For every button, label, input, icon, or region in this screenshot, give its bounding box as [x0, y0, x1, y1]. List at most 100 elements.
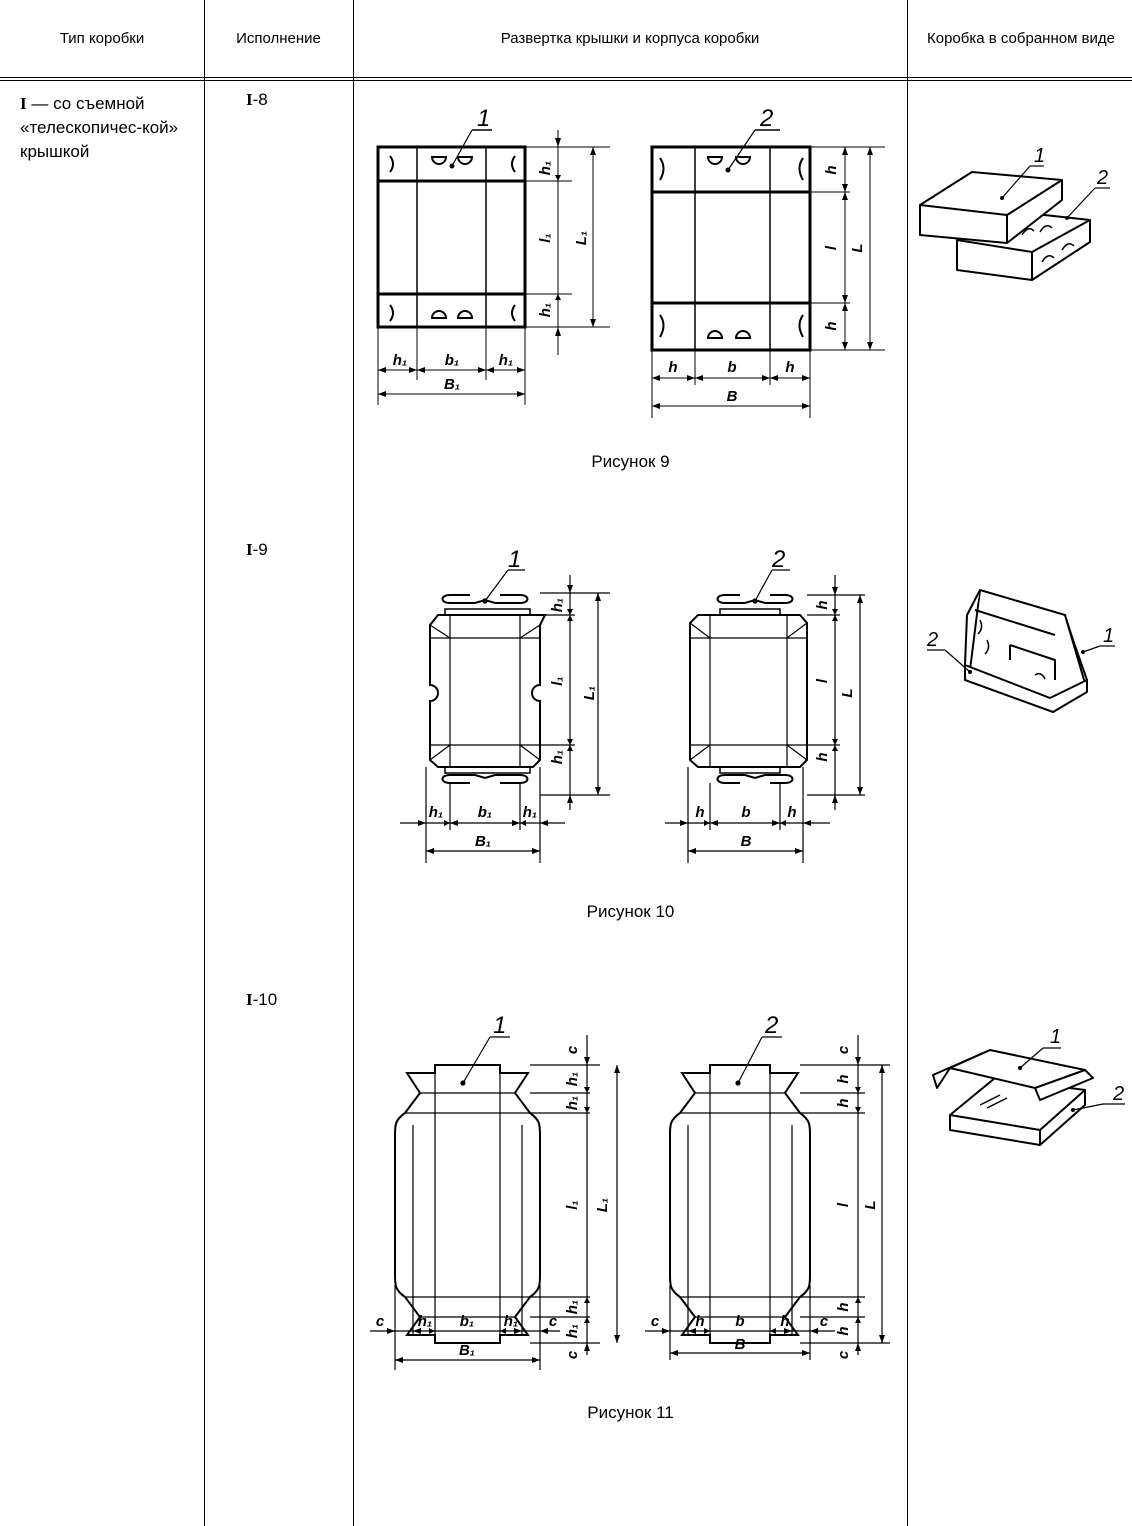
exec-number: -10: [252, 990, 278, 1009]
exec-roman: I: [246, 540, 253, 559]
header-divider: [0, 77, 1132, 78]
figure-caption: Рисунок 11: [587, 1403, 674, 1422]
fig9-assembled-drawing: 1 2: [919, 145, 1110, 281]
dim-label: h: [780, 1313, 789, 1330]
dim-label: b₁: [445, 352, 459, 369]
dim-label: l: [835, 1202, 852, 1207]
exec-number: -9: [252, 540, 268, 559]
lid-number-label: 1: [1103, 625, 1114, 647]
dim-label: h₁: [564, 1300, 581, 1314]
lid-number-label: 1: [508, 546, 521, 573]
fig11-body-drawing: 2 c h h l L h h c c h b h c B: [645, 1012, 890, 1360]
box-type-text: — со съемной «телескопичес-кой» крышкой: [20, 94, 179, 161]
column-divider: [204, 0, 205, 1526]
dim-label: h₁: [564, 1324, 581, 1338]
dim-label: l₁: [564, 1200, 581, 1209]
dim-label: b: [741, 804, 750, 821]
fig11-lid-drawing: 1 c h₁ h₁ l₁ L₁ h₁ h₁ c c h₁ b₁ h₁ c B₁: [370, 1012, 620, 1370]
figure-caption: Рисунок 10: [586, 902, 675, 921]
header-assembled: Коробка в собранном виде: [926, 30, 1115, 47]
dim-label: L₁: [594, 1198, 611, 1212]
dim-label: h₁: [429, 804, 443, 821]
column-divider: [353, 0, 354, 1526]
dim-label: h: [835, 1074, 852, 1083]
dim-label: B₁: [444, 376, 460, 393]
dim-label: h: [814, 752, 831, 761]
dim-label: l: [823, 245, 840, 250]
dim-label: b₁: [460, 1313, 474, 1330]
dim-label: h: [695, 804, 704, 821]
dim-label: h: [835, 1098, 852, 1107]
body-number-label: 2: [1112, 1083, 1124, 1105]
header-exec: Исполнение: [236, 30, 321, 47]
body-number-label: 2: [926, 629, 938, 651]
dim-label: h₁: [564, 1072, 581, 1086]
lid-number-label: 1: [493, 1012, 506, 1039]
dim-label: B: [727, 388, 738, 405]
dim-label: c: [835, 1350, 852, 1359]
dim-label: b: [735, 1313, 744, 1330]
fig9-lid-drawing: 1 h₁ l₁ L₁ h₁ h₁ b₁ h₁ B₁: [376, 105, 610, 405]
fig10-assembled-drawing: 2 1: [926, 589, 1115, 713]
header-divider: [0, 80, 1132, 81]
dim-label: b: [727, 359, 736, 376]
dim-label: c: [564, 1045, 581, 1054]
dim-label: h₁: [393, 352, 407, 369]
dim-label: h₁: [549, 598, 566, 612]
dim-label: l: [814, 678, 831, 683]
body-number-label: 2: [1096, 167, 1108, 189]
dim-label: h: [835, 1326, 852, 1335]
header-layout: Развертка крышки и корпуса коробки: [500, 30, 760, 47]
dim-label: l₁: [549, 676, 566, 685]
body-number-label: 2: [771, 546, 785, 573]
dim-label: h: [668, 359, 677, 376]
dim-label: h: [823, 321, 840, 330]
dim-label: h: [787, 804, 796, 821]
dim-label: h₁: [564, 1096, 581, 1110]
body-number-label: 2: [759, 105, 773, 132]
lid-number-label: 1: [1050, 1026, 1061, 1048]
exec-number: -8: [252, 90, 268, 109]
exec-label: I-10: [246, 990, 277, 1010]
column-divider: [907, 0, 908, 1526]
dim-label: c: [564, 1350, 581, 1359]
dim-label: B: [741, 833, 752, 850]
dim-label: b₁: [478, 804, 492, 821]
dim-label: c: [376, 1313, 385, 1330]
box-type-cell: I — со съемной «телескопичес-кой» крышко…: [20, 92, 200, 164]
dim-label: B₁: [475, 833, 491, 850]
body-number-label: 2: [764, 1012, 778, 1039]
dim-label: c: [835, 1045, 852, 1054]
dim-label: h₁: [523, 804, 537, 821]
fig10-lid-drawing: 1 h₁ l₁ L₁ h₁ h₁ b₁ h₁ B₁: [400, 546, 610, 863]
box-type-roman: I: [20, 94, 27, 113]
exec-label: I-9: [246, 540, 268, 560]
fig10-body-drawing: 2 h l L h h b h B: [665, 546, 865, 863]
dim-label: L: [862, 1200, 879, 1209]
dim-label: h: [814, 600, 831, 609]
dim-label: h₁: [504, 1313, 518, 1330]
dim-label: B: [735, 1336, 746, 1353]
dim-label: c: [820, 1313, 829, 1330]
dim-label: L: [839, 688, 856, 697]
dim-label: h₁: [499, 352, 513, 369]
dim-label: h₁: [537, 303, 554, 317]
exec-roman: I: [246, 990, 253, 1009]
dim-label: h: [835, 1302, 852, 1311]
exec-roman: I: [246, 90, 253, 109]
dim-label: h: [823, 165, 840, 174]
fig9-body-drawing: 2 h l L h h b h B: [650, 105, 885, 418]
lid-number-label: 1: [1034, 145, 1045, 167]
dim-label: h: [695, 1313, 704, 1330]
dim-label: B₁: [459, 1342, 475, 1359]
dim-label: c: [549, 1313, 558, 1330]
dim-label: L₁: [581, 686, 598, 700]
dim-label: L: [849, 243, 866, 252]
dim-label: L₁: [573, 231, 590, 245]
dim-label: l₁: [537, 233, 554, 242]
dim-label: h₁: [537, 161, 554, 175]
header-type: Тип коробки: [59, 30, 145, 47]
lid-number-label: 1: [477, 105, 490, 132]
dim-label: h: [785, 359, 794, 376]
fig11-assembled-drawing: 1 2: [932, 1026, 1125, 1146]
